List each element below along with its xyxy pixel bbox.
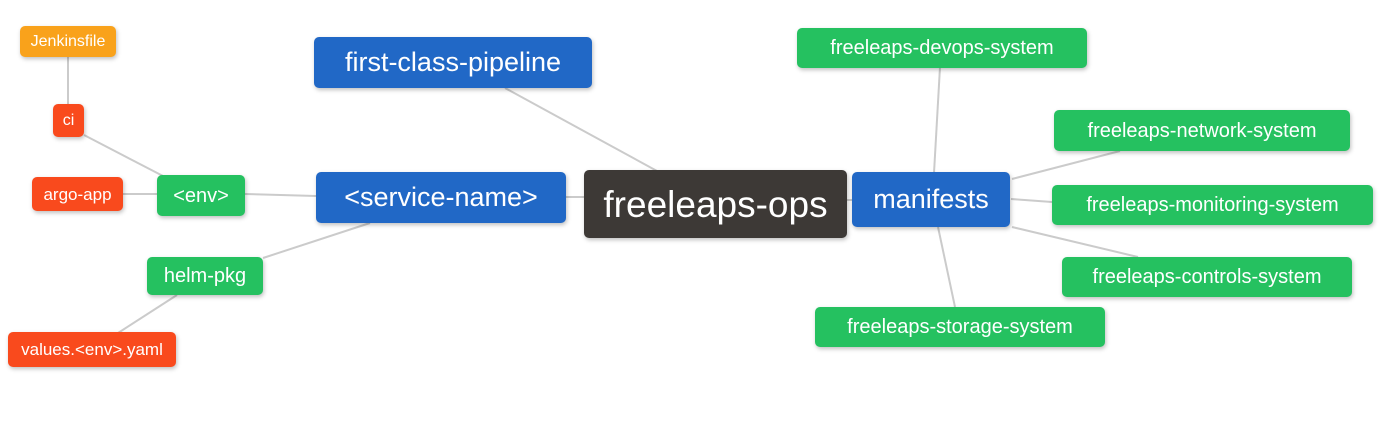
mindmap-node-freeleaps-controls-system[interactable]: freeleaps-controls-system bbox=[1062, 257, 1352, 297]
mindmap-node-freeleaps-storage-system[interactable]: freeleaps-storage-system bbox=[815, 307, 1105, 347]
mindmap-node-freeleaps-ops[interactable]: freeleaps-ops bbox=[584, 170, 847, 238]
edge-manifests-to-freeleaps-controls-system bbox=[1011, 226, 1139, 258]
edge-manifests-to-freeleaps-storage-system bbox=[937, 226, 956, 308]
edge-manifests-to-freeleaps-monitoring-system bbox=[1010, 198, 1053, 203]
mindmap-node-first-class-pipeline[interactable]: first-class-pipeline bbox=[314, 37, 592, 88]
mindmap-node-service-name[interactable]: <service-name> bbox=[316, 172, 566, 223]
mindmap-node-jenkinsfile[interactable]: Jenkinsfile bbox=[20, 26, 116, 57]
edge-manifests-to-freeleaps-devops-system bbox=[933, 66, 941, 174]
edge-manifests-to-freeleaps-network-system bbox=[1011, 150, 1121, 180]
mindmap-node-values-env-yaml[interactable]: values.<env>.yaml bbox=[8, 332, 176, 367]
mindmap-node-manifests[interactable]: manifests bbox=[852, 172, 1010, 227]
edge-ci-to-env bbox=[83, 134, 164, 177]
edge-first-class-pipeline-to-freeleaps-ops bbox=[504, 87, 658, 172]
edge-service-name-to-helm-pkg bbox=[262, 222, 371, 259]
mindmap-node-freeleaps-devops-system[interactable]: freeleaps-devops-system bbox=[797, 28, 1087, 68]
mindmap-node-env[interactable]: <env> bbox=[157, 175, 245, 216]
mindmap-node-helm-pkg[interactable]: helm-pkg bbox=[147, 257, 263, 295]
mindmap-node-freeleaps-monitoring-system[interactable]: freeleaps-monitoring-system bbox=[1052, 185, 1373, 225]
mindmap-node-argo-app[interactable]: argo-app bbox=[32, 177, 123, 211]
edge-helm-pkg-to-values-env-yaml bbox=[117, 294, 178, 334]
mindmap-node-freeleaps-network-system[interactable]: freeleaps-network-system bbox=[1054, 110, 1350, 151]
edge-env-to-service-name bbox=[244, 193, 317, 197]
mindmap-node-ci[interactable]: ci bbox=[53, 104, 84, 137]
